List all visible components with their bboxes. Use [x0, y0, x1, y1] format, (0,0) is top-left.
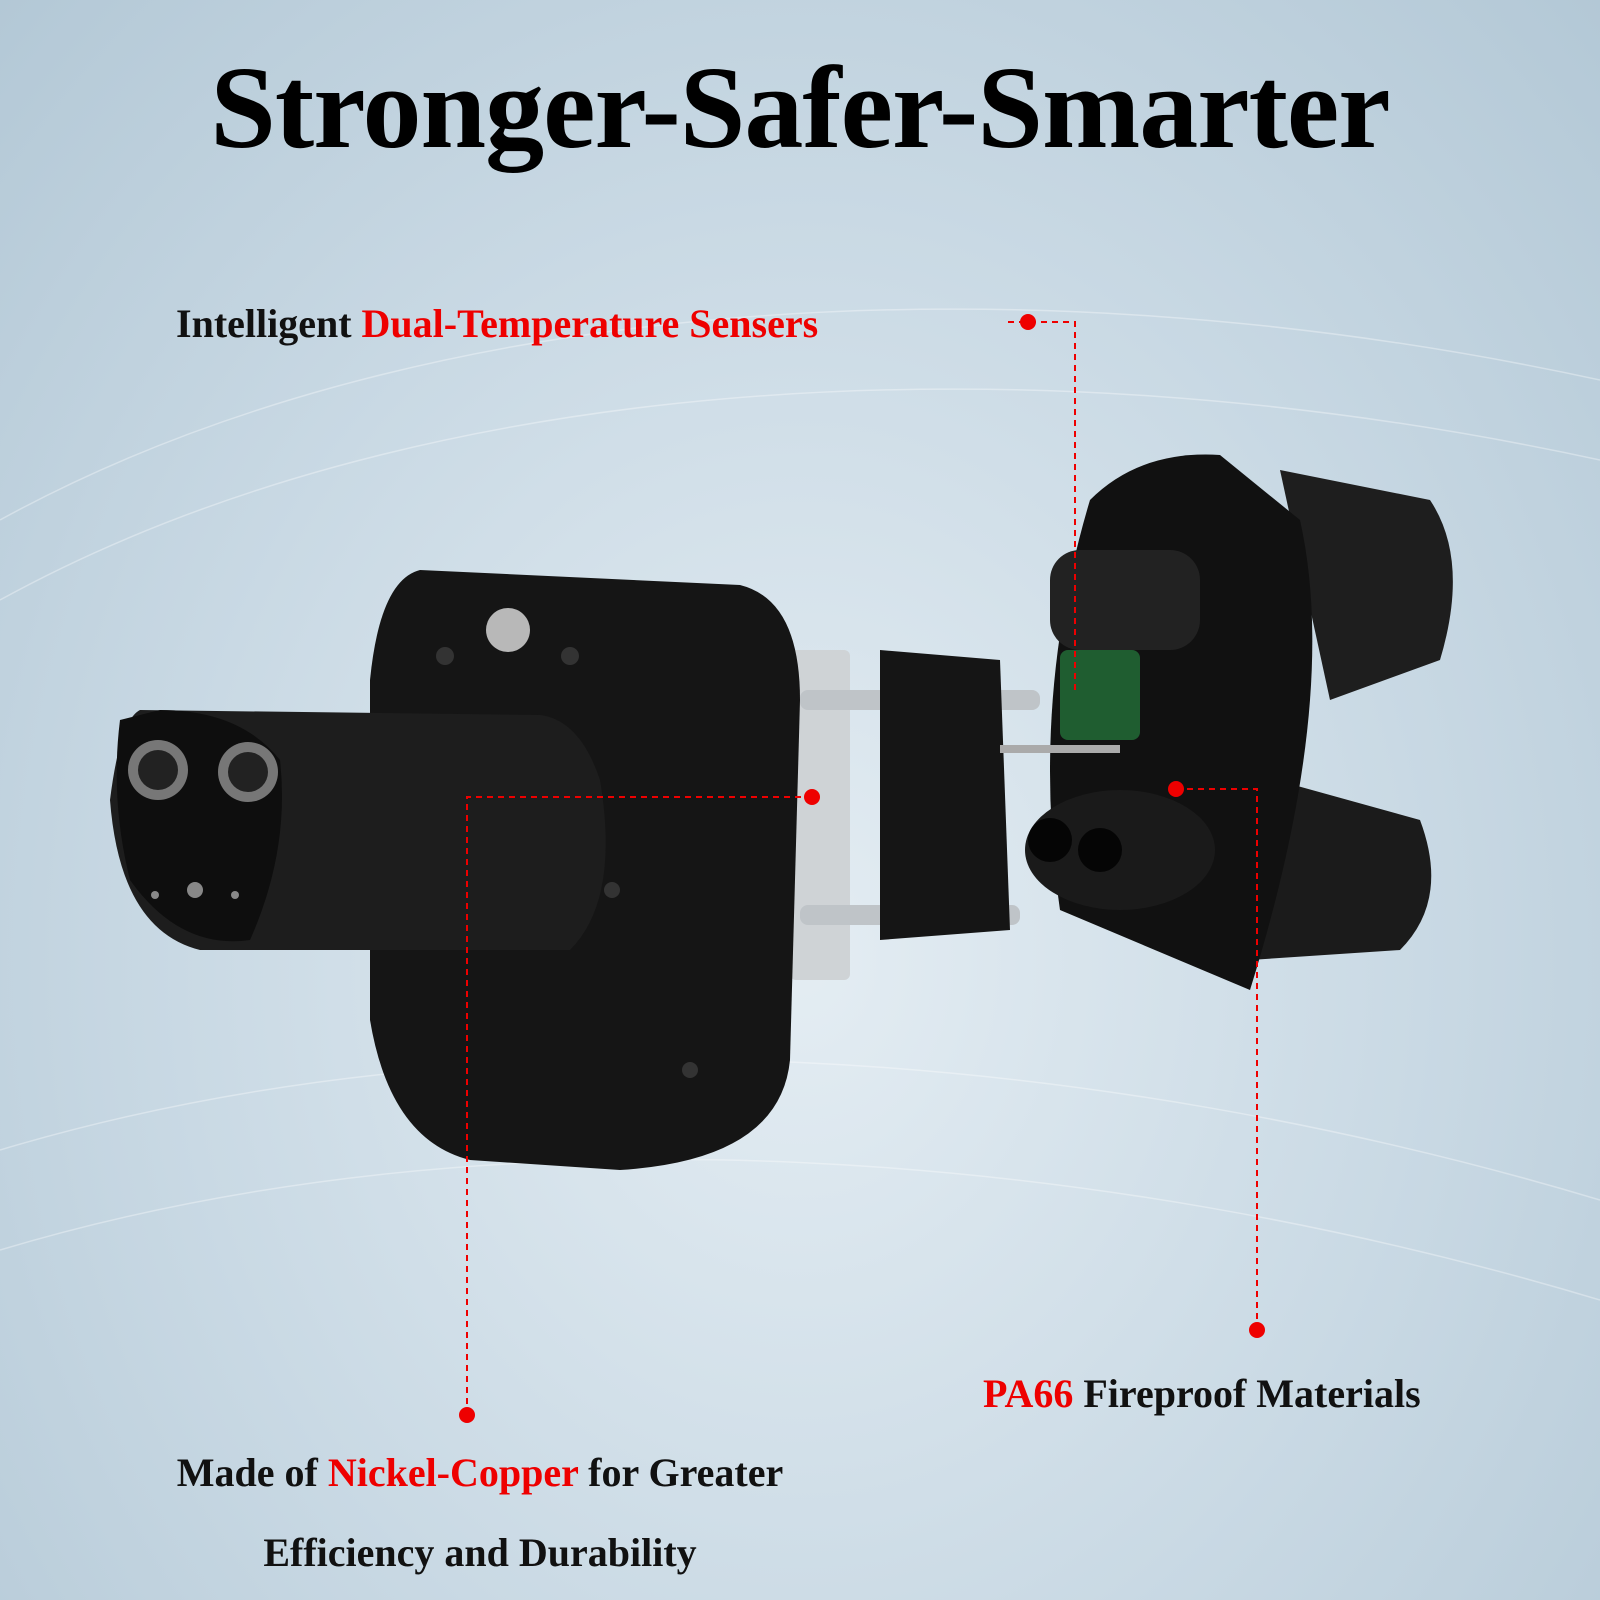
callout-dot-copper: [804, 789, 820, 805]
callout-dot-sensors: [1020, 314, 1036, 330]
caption-copper: Made of Nickel-Copper for Greater Effici…: [120, 1433, 840, 1593]
caption-highlight: Nickel-Copper: [327, 1450, 579, 1495]
caption-sensors: Intelligent Dual-Temperature Sensers: [176, 300, 818, 347]
page-title: Stronger-Safer-Smarter: [210, 42, 1390, 173]
caption-text: for Greater: [578, 1450, 784, 1495]
caption-highlight: PA66: [983, 1371, 1074, 1416]
caption-text: Fireproof Materials: [1073, 1371, 1421, 1416]
front-plug: [110, 570, 800, 1170]
caption-highlight: Dual-Temperature Sensers: [361, 301, 819, 346]
caption-text: Made of: [176, 1450, 328, 1495]
internal-terminals: [790, 650, 1120, 980]
callout-dot-material: [1168, 781, 1184, 797]
caption-line2: Efficiency and Durability: [263, 1530, 697, 1575]
caption-material: PA66 Fireproof Materials: [983, 1370, 1421, 1417]
callout-dot-material-end: [1249, 1322, 1265, 1338]
caption-text: Intelligent: [176, 301, 362, 346]
rear-housing: [1025, 454, 1453, 991]
background-wave-lines: [0, 308, 1600, 1301]
callout-dot-copper-end: [459, 1407, 475, 1423]
